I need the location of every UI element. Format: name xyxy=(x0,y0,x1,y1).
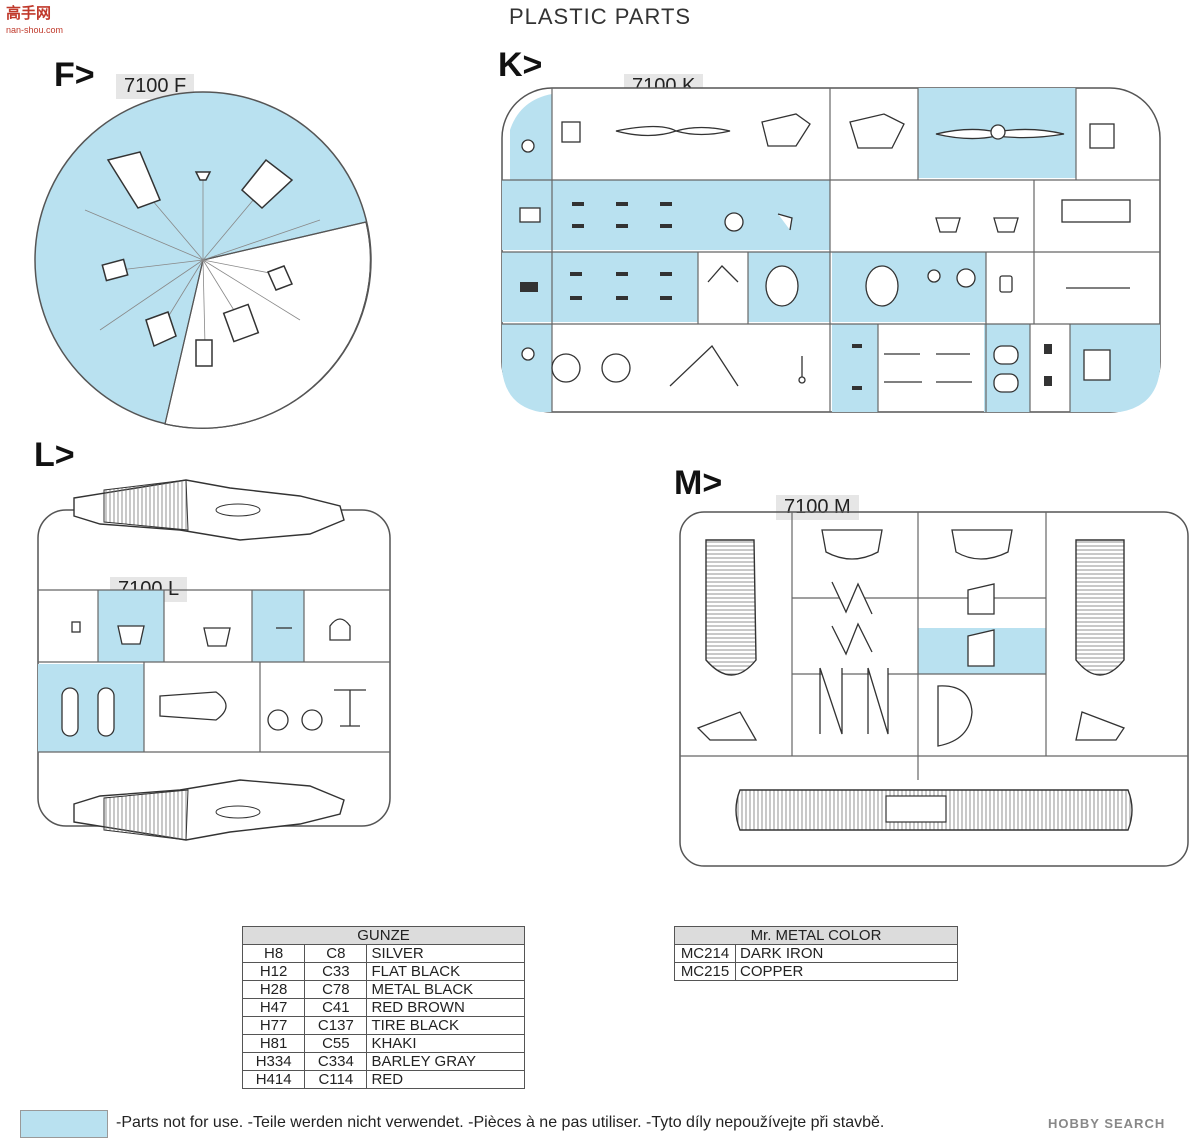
watermark-main: 高手网 xyxy=(6,5,52,22)
sprue-l xyxy=(37,479,391,841)
metal-header: Mr. METAL COLOR xyxy=(674,926,958,945)
unused-parts-swatch xyxy=(20,1110,108,1138)
sprue-k xyxy=(501,87,1161,413)
sprue-m-letter: M> xyxy=(674,464,723,502)
unused-parts-note: -Parts not for use. -Teile werden nicht … xyxy=(116,1114,885,1131)
gunze-header: GUNZE xyxy=(242,926,525,945)
brand-watermark: HOBBY SEARCH xyxy=(1048,1116,1166,1131)
sprue-f-letter: F> xyxy=(54,56,95,94)
watermark-logo: 高手网 nan-shou.com xyxy=(6,6,63,38)
page-title: PLASTIC PARTS xyxy=(508,4,692,29)
watermark-sub: nan-shou.com xyxy=(6,25,64,35)
sprue-k-letter: K> xyxy=(498,46,543,84)
sprue-f xyxy=(34,91,372,429)
sprue-l-letter: L> xyxy=(34,436,75,474)
sprue-m xyxy=(679,511,1189,867)
sprue-f-label: 7100 F xyxy=(116,74,195,99)
